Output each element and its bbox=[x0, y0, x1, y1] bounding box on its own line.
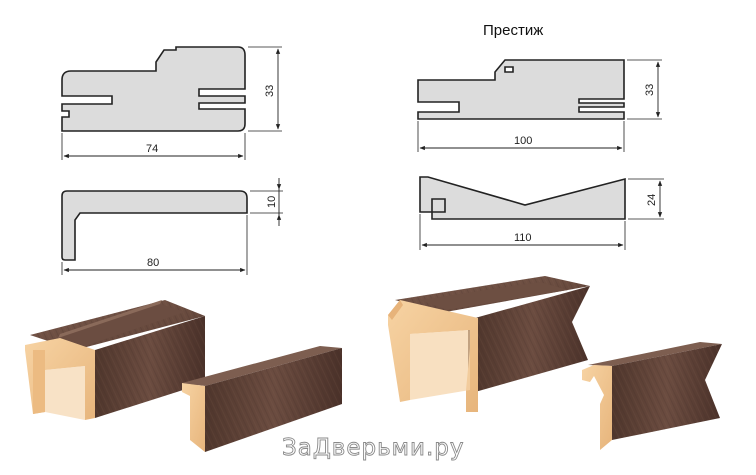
box-profile-left: 33 74 bbox=[61, 46, 282, 160]
box-profile-right: 33 100 bbox=[417, 59, 662, 152]
box-right-width-label: 100 bbox=[514, 135, 532, 147]
trim-left-width-label: 80 bbox=[147, 257, 159, 269]
box-left-width-label: 74 bbox=[146, 143, 158, 155]
box-right-height-label: 33 bbox=[644, 84, 656, 96]
trim-right-width-label: 110 bbox=[514, 232, 532, 244]
trim-right-height-label: 24 bbox=[646, 194, 658, 206]
box-render-right bbox=[388, 276, 590, 412]
trim-profile-right: 24 110 bbox=[419, 176, 664, 250]
box-render-left bbox=[25, 300, 205, 420]
watermark: ЗаДверьми.ру bbox=[282, 435, 465, 461]
box-left-height-label: 33 bbox=[264, 85, 276, 97]
trim-render-right bbox=[582, 342, 722, 450]
trim-profile-right-shape bbox=[419, 176, 626, 220]
diagram-title: Престиж bbox=[483, 22, 543, 39]
trim-profile-left: 10 80 bbox=[61, 178, 283, 275]
trim-profile-left-shape bbox=[61, 190, 248, 261]
box-profile-right-shape bbox=[417, 59, 625, 120]
trim-left-height-label: 10 bbox=[266, 196, 278, 208]
box-profile-left-shape bbox=[61, 46, 246, 132]
trim-render-left bbox=[182, 346, 342, 452]
